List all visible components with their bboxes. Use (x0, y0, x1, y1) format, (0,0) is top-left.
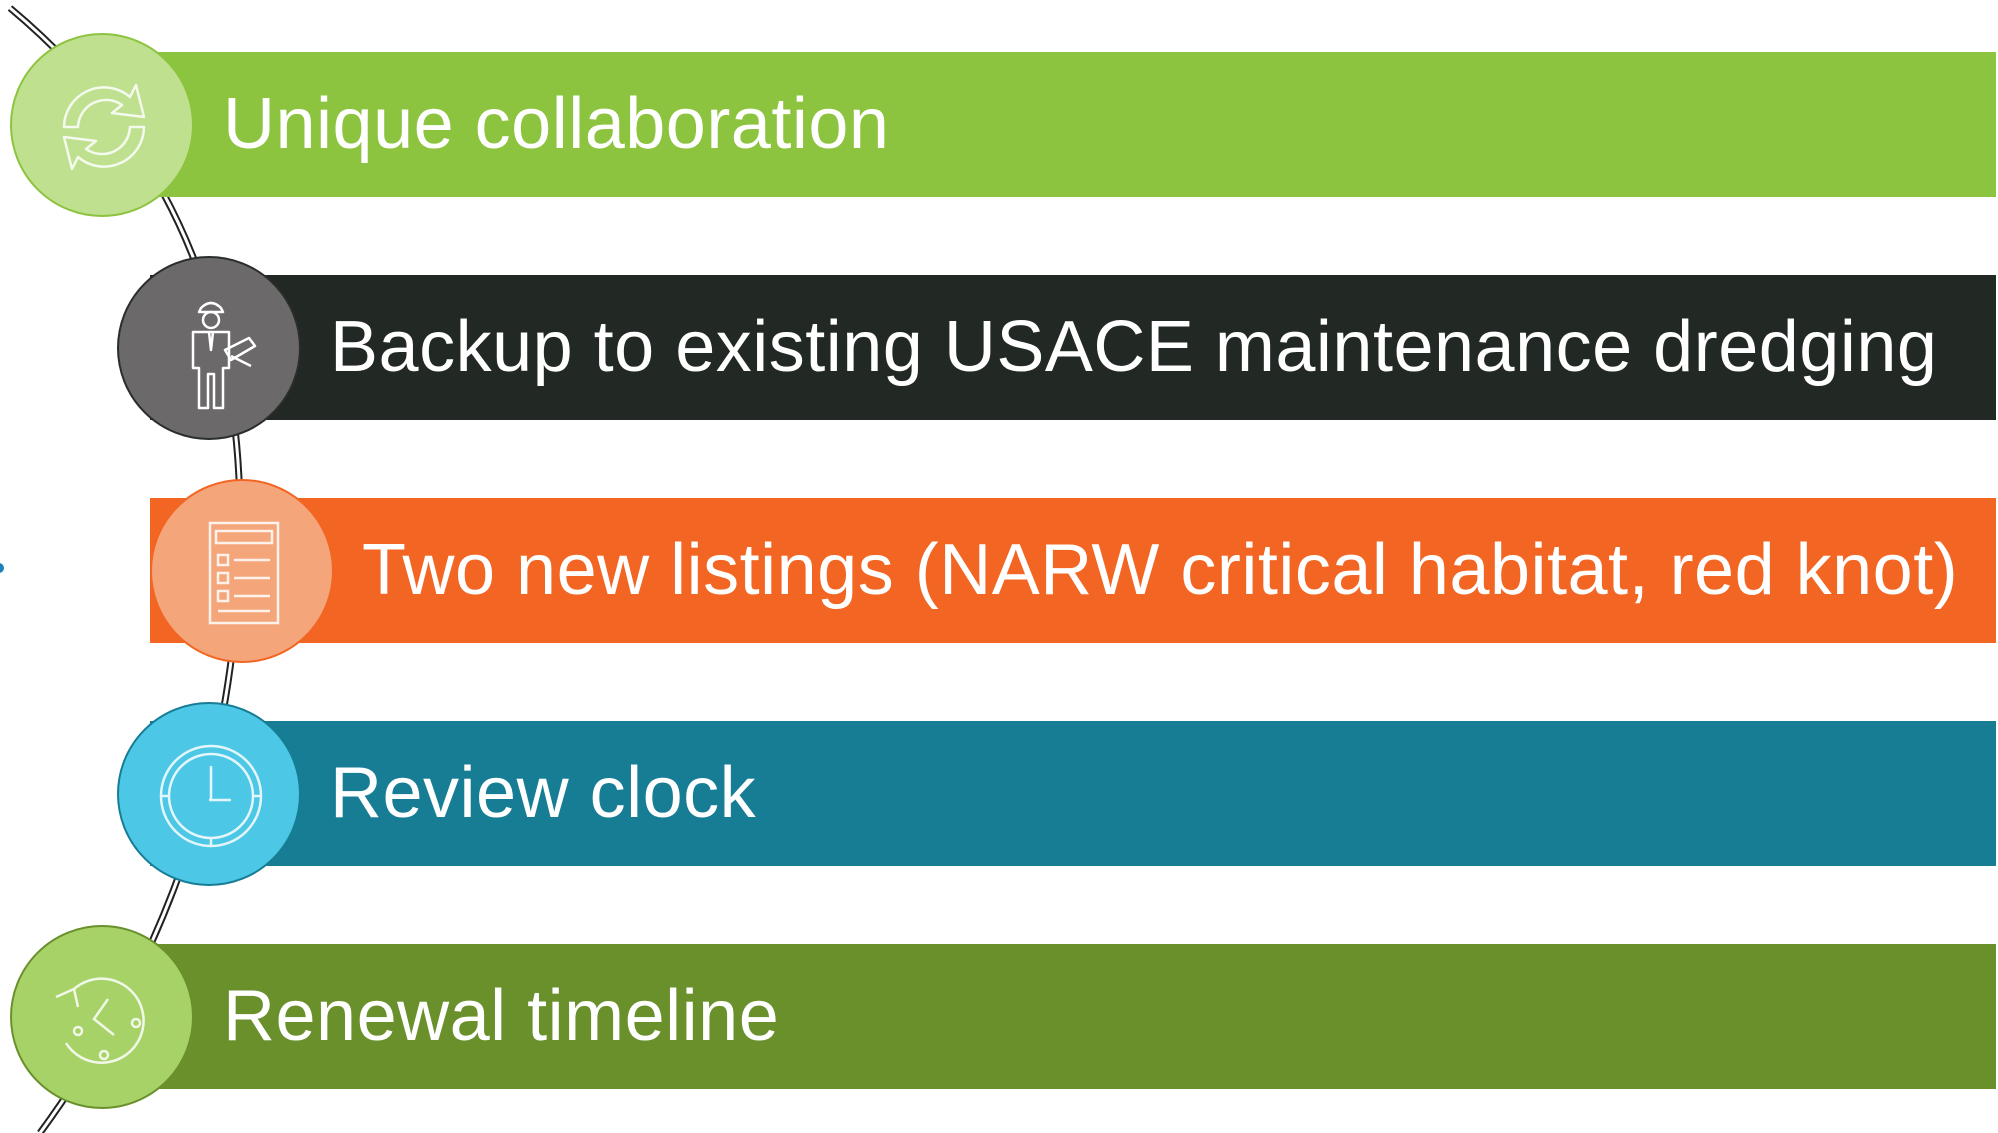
bar-two-new-listings: Two new listings (NARW critical habitat,… (150, 498, 1996, 643)
bubble-backup-usace-dredging (117, 256, 301, 440)
bubble-renewal-timeline (10, 925, 194, 1109)
bubble-review-clock (117, 702, 301, 886)
engineer-worker-icon (191, 301, 257, 410)
bar-renewal-timeline: Renewal timeline (150, 944, 1996, 1089)
bubble-unique-collaboration (10, 33, 194, 217)
edge-dot (0, 563, 4, 573)
bar-label: Review clock (330, 753, 757, 833)
bar-label: Two new listings (NARW critical habitat,… (362, 530, 1959, 610)
checklist-document-icon (208, 521, 280, 625)
bar-review-clock: Review clock (150, 721, 1996, 866)
bar-label: Renewal timeline (223, 976, 780, 1056)
bar-backup-usace-dredging: Backup to existing USACE maintenance dre… (150, 275, 1996, 420)
clock-icon (159, 744, 263, 848)
cycle-arrows-icon (62, 83, 146, 171)
renewal-clock-icon (55, 977, 145, 1064)
bar-label: Unique collaboration (223, 84, 890, 164)
bar-label: Backup to existing USACE maintenance dre… (330, 307, 1938, 387)
bubble-two-new-listings (150, 479, 334, 663)
bar-unique-collaboration: Unique collaboration (150, 52, 1996, 197)
